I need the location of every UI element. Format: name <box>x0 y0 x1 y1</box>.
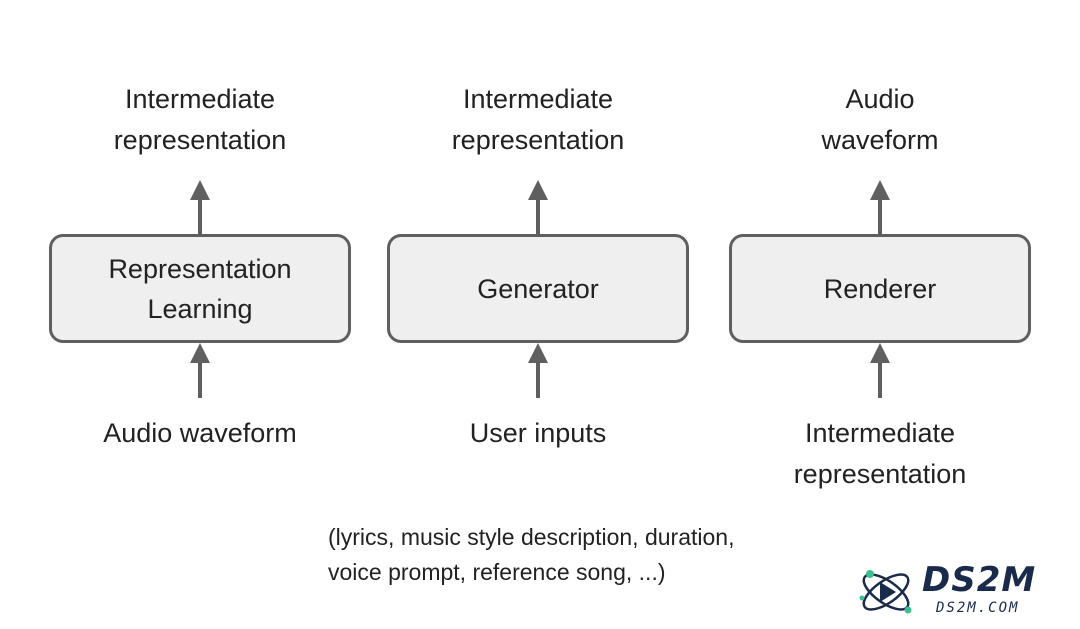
user-inputs-note: (lyrics, music style description, durati… <box>328 520 734 590</box>
block-2-output-label: Intermediate representation <box>398 79 678 161</box>
block-2-input-line-1: User inputs <box>469 418 607 448</box>
arrow-up-icon <box>190 180 210 235</box>
arrow-up-icon <box>190 343 210 398</box>
block-1-box-line-1: Representation <box>108 253 292 284</box>
block-1-box-line-2: Learning <box>147 293 253 324</box>
note-line-2: voice prompt, reference song, ...) <box>328 559 666 585</box>
block-3-input-line-1: Intermediate <box>804 418 956 448</box>
block-2-output-line-2: representation <box>451 125 625 155</box>
block-3-output-label: Audio waveform <box>740 79 1020 161</box>
block-1-input-line-1: Audio waveform <box>103 418 297 448</box>
block-1-output-line-2: representation <box>113 125 287 155</box>
note-line-1: (lyrics, music style description, durati… <box>328 524 735 550</box>
block-3-output-line-2: waveform <box>821 125 939 155</box>
watermark-name: DS2M <box>922 560 1037 600</box>
block-2-output-line-1: Intermediate <box>462 84 614 114</box>
block-3-box-line-1: Renderer <box>823 273 937 304</box>
block-1-output-line-1: Intermediate <box>124 84 276 114</box>
arrow-up-icon <box>870 180 890 235</box>
arrow-up-icon <box>528 343 548 398</box>
renderer-box: Renderer <box>729 234 1031 343</box>
block-3-input-label: Intermediate representation <box>740 413 1020 495</box>
block-2-input-label: User inputs <box>388 413 688 454</box>
ds2m-logo-icon <box>859 570 912 614</box>
block-1-output-label: Intermediate representation <box>60 79 340 161</box>
block-2-box-line-1: Generator <box>477 273 599 304</box>
block-3-output-line-1: Audio <box>845 84 915 114</box>
representation-learning-box: Representation Learning <box>49 234 351 343</box>
generator-box: Generator <box>387 234 689 343</box>
watermark-logo: DS2M DS2M.COM <box>856 560 1066 622</box>
arrow-up-icon <box>528 180 548 235</box>
block-3-input-line-2: representation <box>793 459 967 489</box>
block-1-input-label: Audio waveform <box>40 413 360 454</box>
arrow-up-icon <box>870 343 890 398</box>
watermark-url: DS2M.COM <box>936 600 1020 616</box>
